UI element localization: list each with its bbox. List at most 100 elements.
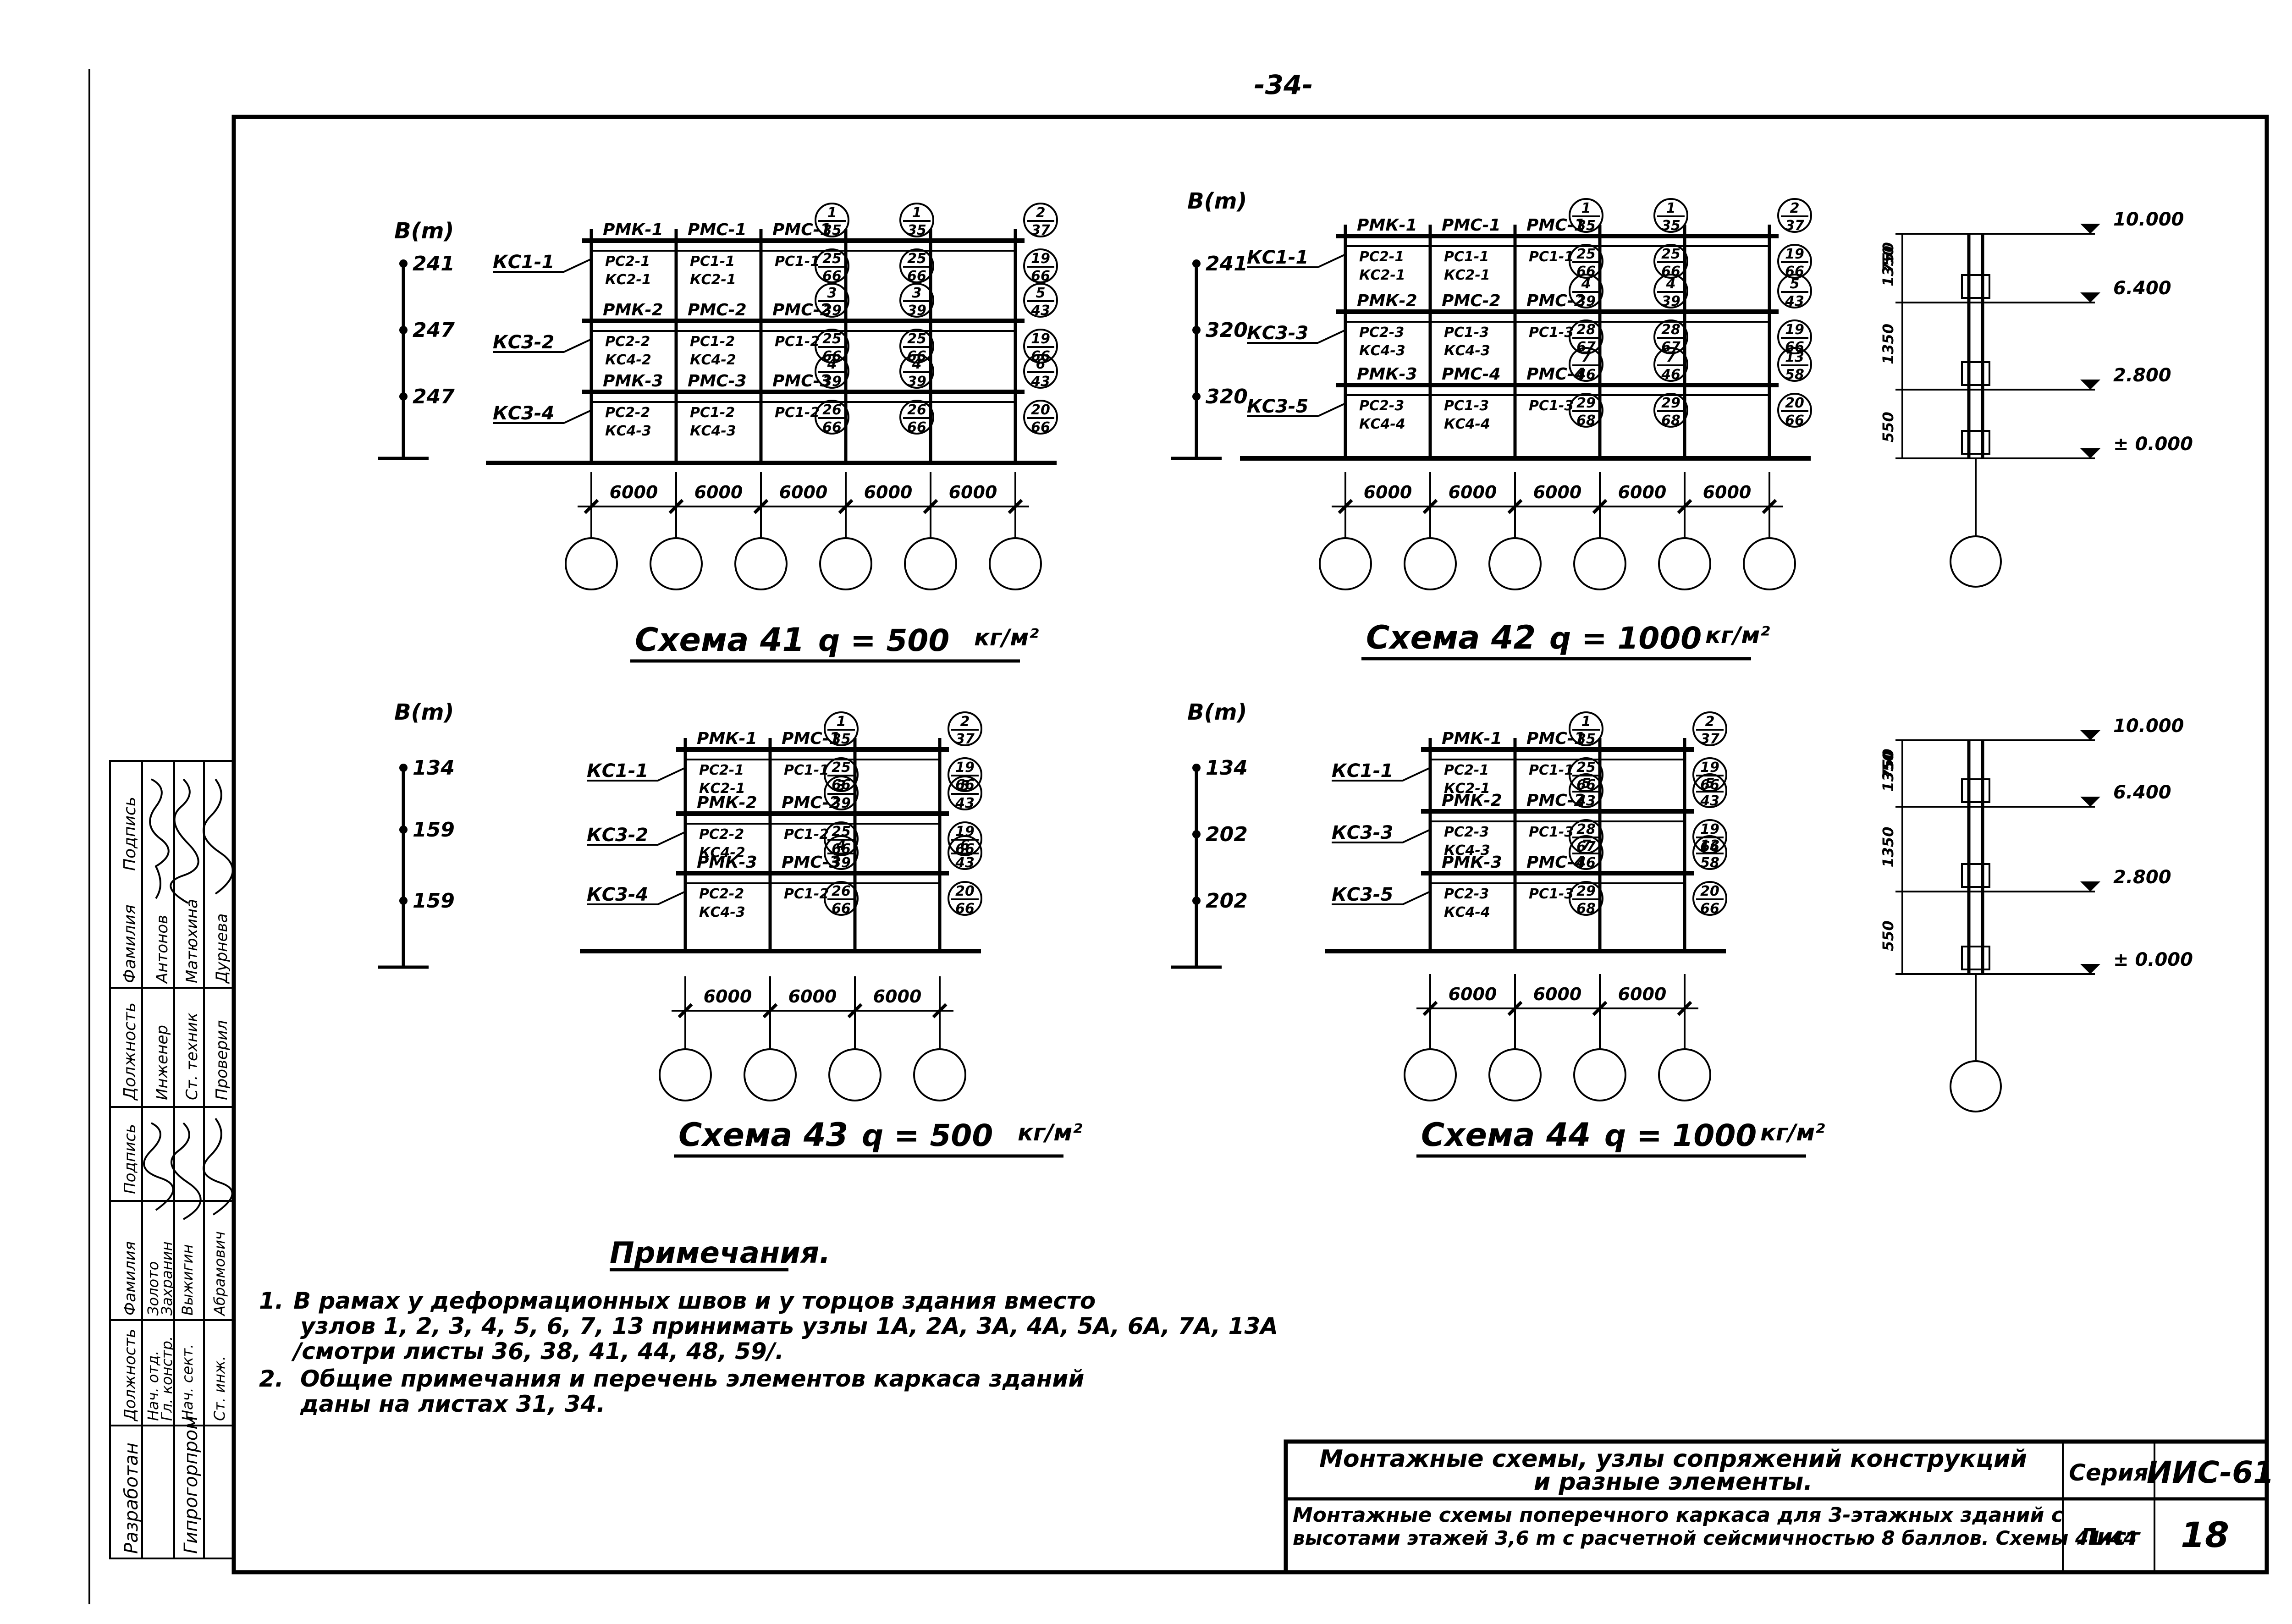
node-number: 7	[1666, 349, 1676, 365]
node-circle	[1569, 244, 1603, 279]
span-dimension: 6000	[1449, 482, 1497, 502]
signature-1	[149, 778, 170, 899]
dimension-tick	[678, 1003, 693, 1018]
node-detail-sheet: 46	[1576, 855, 1596, 871]
scheme-load: q = 500	[862, 1118, 993, 1153]
note-1-line-2: узлов 1, 2, 3, 4, 5, 6, 7, 13 принимать …	[300, 1313, 1278, 1339]
series-label: Серия	[2069, 1459, 2149, 1486]
span-dimension: 6000	[779, 482, 828, 502]
node-circle	[1023, 248, 1058, 283]
grid-axis-bubble	[828, 1048, 882, 1101]
node-detail-sheet: 66	[832, 901, 851, 917]
grid-axis-bubble	[659, 1048, 712, 1101]
node-number: 5	[1705, 776, 1715, 792]
node-number: 25	[822, 331, 842, 347]
beam-label: РМК-2	[697, 793, 757, 812]
stamp-b-row-4-name: Абрамович	[211, 1231, 228, 1316]
node-circle	[1023, 203, 1058, 237]
b-axis-point	[399, 392, 408, 401]
span-dimension: 6000	[873, 986, 922, 1007]
node-number: 20	[955, 883, 975, 899]
dimension-tick	[1507, 1001, 1523, 1016]
tie-label: КС4-3	[1359, 343, 1405, 359]
span-dimension: 6000	[694, 482, 743, 502]
b-axis-point	[1192, 897, 1201, 905]
stamp-row-1-name: Антонов	[153, 915, 171, 984]
b-axis-point	[1192, 259, 1201, 268]
beam-label: РМС-4	[1442, 365, 1501, 384]
node-number: 13	[1700, 837, 1719, 853]
node-callout: 746	[1653, 347, 1688, 383]
grid-axis-bubble	[650, 537, 703, 590]
node-number: 26	[907, 402, 926, 418]
node-number: 4	[836, 837, 846, 853]
node-number: 5	[1790, 276, 1800, 292]
node-detail-sheet: 66	[955, 901, 975, 917]
scheme-title: Схема 41	[635, 621, 804, 659]
section-dimension: 1350	[1879, 826, 1897, 867]
node-circle	[1569, 274, 1603, 308]
dimension-tick	[668, 499, 684, 514]
column-label: КС1-1	[587, 760, 648, 782]
grid-axis-bubble	[1404, 1048, 1457, 1101]
tie-label: РС2-2	[605, 405, 650, 421]
node-number: 2	[1036, 205, 1046, 221]
node-callout: 339	[815, 283, 849, 319]
node-detail-sheet: 66	[907, 268, 926, 284]
node-circle	[1653, 198, 1688, 233]
section-dimension: 1350	[1879, 751, 1897, 792]
tie-label: КС2-1	[699, 781, 745, 797]
node-callout: 339	[899, 283, 934, 319]
tie-label: РС1-2	[690, 405, 735, 421]
node-circle	[1023, 400, 1058, 435]
column-label-leader	[1317, 329, 1346, 344]
node-number: 19	[1700, 760, 1719, 776]
node-number: 5	[960, 778, 970, 794]
grid-axis-bubble	[904, 537, 957, 590]
node-circle	[815, 400, 849, 435]
column-label-leader	[1402, 891, 1431, 905]
tie-label: РС2-3	[1359, 325, 1404, 341]
node-circle	[1653, 393, 1688, 428]
node-detail-sheet: 66	[1700, 839, 1719, 855]
node-callout: 237	[1692, 711, 1727, 747]
node-callout: 135	[1569, 198, 1603, 234]
tie-label: РС2-3	[1444, 886, 1489, 902]
level-value: 6.400	[2113, 278, 2171, 299]
node-circle	[1777, 347, 1812, 382]
section-joint	[1961, 863, 1990, 888]
column-label: КС3-3	[1247, 323, 1308, 344]
span-dimension: 6000	[1703, 482, 1752, 502]
column-label: КС3-5	[1247, 396, 1308, 417]
grid-axis-bubble	[1488, 537, 1542, 590]
dimension-tick	[1422, 1001, 1438, 1016]
node-number: 1	[1581, 200, 1591, 216]
node-detail-sheet: 39	[822, 303, 842, 319]
b-axis-value: 320	[1206, 319, 1248, 342]
node-number: 28	[1576, 821, 1596, 837]
beam-label: РМС-2	[782, 793, 841, 812]
grid-axis-bubble	[1743, 537, 1796, 590]
tie-label: РС1-3	[1529, 824, 1574, 840]
stamp-row-3-position: Проверил	[213, 1020, 231, 1100]
node-detail-sheet: 66	[1031, 268, 1050, 284]
tie-label: КС2-1	[605, 272, 651, 288]
level-value: 2.800	[2113, 867, 2171, 888]
node-circle	[1653, 319, 1688, 354]
tie-label: РС1-2	[784, 886, 829, 902]
section-dimension: 1350	[1879, 324, 1897, 364]
node-number: 25	[1661, 246, 1680, 262]
node-detail-sheet: 66	[955, 841, 975, 857]
column-label-leader	[563, 338, 592, 353]
dimension-tick	[923, 499, 938, 514]
node-number: 3	[827, 285, 837, 301]
node-circle	[824, 757, 859, 792]
b-axis-point	[399, 326, 408, 334]
beam-label: РМК-2	[603, 301, 663, 319]
dimension-tick	[1008, 499, 1023, 514]
